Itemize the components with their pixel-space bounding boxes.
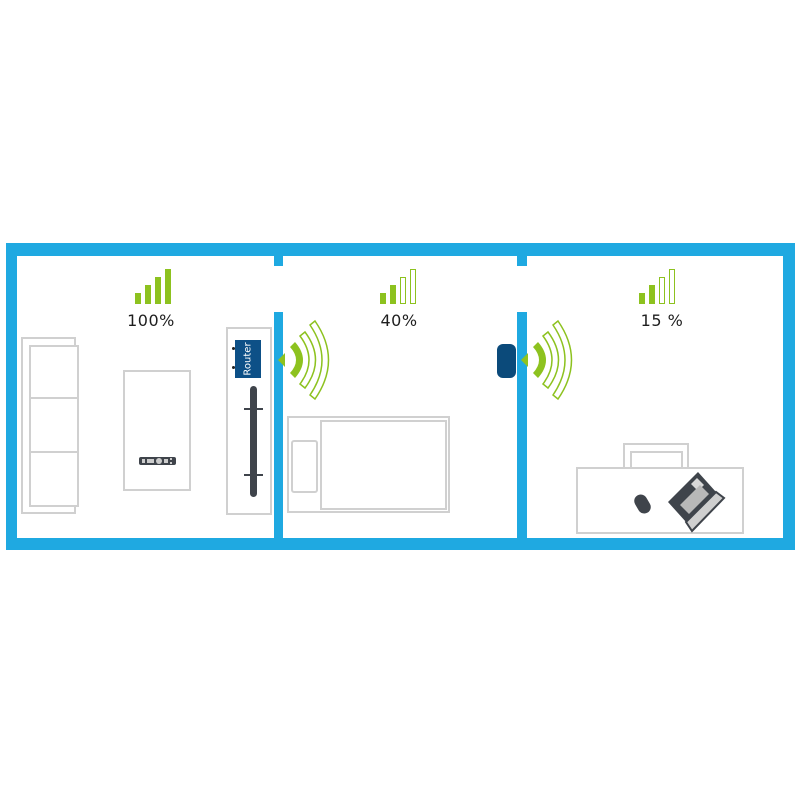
signal-strength-icon [639, 268, 679, 305]
signal-percent-label: 100% [127, 311, 175, 330]
pillow [291, 440, 318, 493]
router-antenna [232, 347, 235, 350]
laptop-icon [668, 472, 726, 533]
signal-strength-icon [135, 268, 175, 305]
signal-strength-icon [380, 268, 420, 305]
remote-control-icon [139, 457, 176, 465]
wall-divider-2-stub [517, 255, 527, 266]
wall-left [6, 243, 17, 550]
router-antenna [232, 366, 235, 369]
wifi-waves-icon [521, 319, 573, 401]
wall-top [6, 243, 795, 256]
wall-divider-1-stub [274, 255, 283, 266]
signal-percent-label: 15 % [640, 311, 684, 330]
signal-percent-label: 40% [380, 311, 418, 330]
router-label: Router [242, 342, 254, 376]
media-cabinet [226, 327, 272, 515]
wifi-repeater-icon [497, 344, 516, 378]
wall-right [783, 243, 795, 550]
wall-divider-2 [517, 312, 527, 542]
coffee-table [123, 370, 191, 491]
wall-bottom [6, 538, 795, 550]
wall-divider-1 [274, 312, 283, 542]
router-icon: Router [235, 340, 261, 378]
wifi-waves-icon [278, 319, 330, 401]
